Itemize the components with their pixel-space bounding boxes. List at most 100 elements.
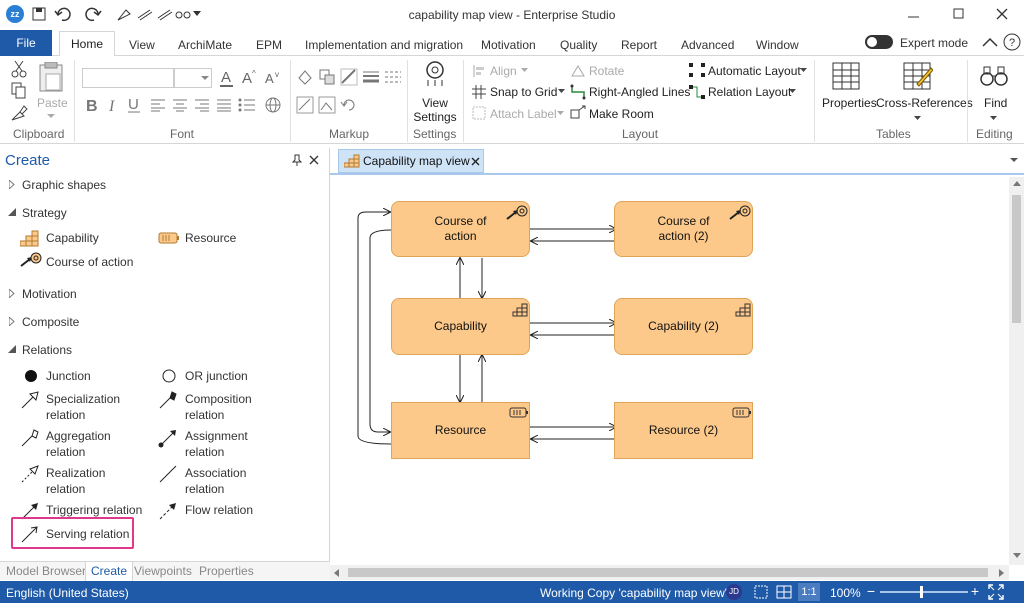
maximize-icon[interactable] [953,8,965,20]
close-window-icon[interactable] [996,8,1008,20]
copy-icon[interactable] [10,82,28,100]
snap-to-grid-button[interactable]: Snap to Grid [490,85,558,99]
scroll-left-icon[interactable] [334,569,339,577]
align-icon[interactable] [472,64,486,78]
tab-create[interactable]: Create [85,562,134,581]
properties-table-icon[interactable] [832,62,860,90]
picture-icon[interactable] [318,96,336,114]
tab-properties[interactable]: Properties [199,564,254,578]
tab-report[interactable]: Report [621,38,658,52]
bold-icon[interactable]: B [84,96,100,114]
grow-font-icon[interactable]: A^ [240,68,260,88]
globe-icon[interactable] [264,96,282,114]
make-room-icon[interactable] [570,105,586,121]
expand-triangle-icon[interactable] [9,180,15,189]
flow-res1-to-coa1-outer[interactable] [357,212,392,445]
actual-size-button[interactable]: 1:1 [798,583,820,601]
underline-icon[interactable]: U [126,96,142,114]
binoculars-icon[interactable] [980,64,1008,88]
close-panel-icon[interactable] [309,155,319,165]
connector-icon[interactable] [296,96,314,114]
section-relations[interactable]: Relations [22,343,73,357]
paste-icon[interactable] [38,62,64,92]
tab-list-dropdown-icon[interactable] [1010,158,1018,163]
flow-coa1-to-res1-inner[interactable] [369,229,392,432]
section-graphic-shapes[interactable]: Graphic shapes [22,178,107,192]
user-avatar[interactable]: JD [726,584,742,600]
tab-advanced[interactable]: Advanced [681,38,735,52]
grid-view-icon[interactable] [776,585,792,599]
cut-icon[interactable] [10,60,28,78]
line-weight-icon[interactable] [362,70,380,84]
view-settings-icon[interactable] [422,60,448,88]
align-right-icon[interactable] [194,98,210,112]
tab-epm[interactable]: EPM [256,38,283,52]
tab-window[interactable]: Window [756,38,799,52]
tab-view[interactable]: View [129,38,155,52]
relation-layout-icon[interactable] [688,84,706,100]
chevron-down-icon[interactable] [914,116,921,121]
attach-label-button[interactable]: Attach Label [490,107,557,121]
grid-icon[interactable] [472,85,486,99]
save-icon[interactable] [32,7,46,21]
view-settings-button[interactable]: View Settings [413,96,457,124]
scroll-down-icon[interactable] [1013,553,1021,558]
relation-layout-button[interactable]: Relation Layout [708,85,792,99]
rotate-button[interactable]: Rotate [589,64,625,78]
tab-viewpoints[interactable]: Viewpoints [134,564,192,578]
expand-triangle-icon[interactable] [9,289,15,298]
properties-button[interactable]: Properties [822,96,877,110]
reset-style-icon[interactable] [340,96,358,114]
tab-model-browser[interactable]: Model Browser [6,564,87,578]
tab-archimate[interactable]: ArchiMate [178,38,233,52]
language-status[interactable]: English (United States) [6,586,129,600]
cross-references-button[interactable]: Cross-References [876,96,973,110]
automatic-layout-button[interactable]: Automatic Layout [708,64,801,78]
scroll-up-icon[interactable] [1013,181,1021,186]
bullets-icon[interactable] [238,98,256,112]
find-button[interactable]: Find [984,96,1008,110]
font-size-select[interactable] [174,68,212,88]
zoom-slider[interactable] [880,586,968,598]
automatic-layout-icon[interactable] [688,62,706,78]
chevron-down-icon[interactable] [558,89,565,94]
scroll-right-icon[interactable] [999,569,1004,577]
paste-dropdown-icon[interactable] [47,114,55,119]
help-icon[interactable]: ? [1003,33,1021,51]
qat-dropdown-icon[interactable] [193,11,201,17]
paste-button[interactable]: Paste [37,96,68,110]
format-painter-icon[interactable] [10,104,28,122]
expert-mode-toggle[interactable] [865,35,893,49]
collapse-triangle-icon[interactable] [8,345,16,353]
horizontal-scrollbar[interactable] [330,565,1009,580]
italic-icon[interactable]: I [106,96,120,114]
node-resource-2[interactable]: Resource (2) [614,402,753,459]
tab-implementation[interactable]: Implementation and migration [305,38,464,52]
tab-file[interactable]: File [0,30,52,56]
minimize-icon[interactable] [908,10,920,20]
line-dash-icon[interactable] [384,70,402,84]
undo-icon[interactable] [54,6,76,22]
fullscreen-icon[interactable] [988,584,1004,600]
chevron-down-icon[interactable] [800,68,807,73]
font-color-icon[interactable]: A [218,68,236,88]
chevron-down-icon[interactable] [990,116,997,121]
right-angled-lines-icon[interactable] [570,84,586,100]
zoom-slider-thumb[interactable] [920,586,923,598]
chevron-down-icon[interactable] [789,89,796,94]
expand-triangle-icon[interactable] [9,317,15,326]
chevron-down-icon[interactable] [557,111,564,116]
zoom-in-button[interactable]: + [970,583,980,599]
scroll-thumb[interactable] [348,568,988,577]
scroll-thumb[interactable] [1012,195,1021,323]
fill-color-icon[interactable] [296,68,314,86]
section-strategy[interactable]: Strategy [22,206,67,220]
collapse-triangle-icon[interactable] [8,208,16,216]
node-resource[interactable]: Resource [391,402,530,459]
redo-icon[interactable] [84,6,106,22]
pin-icon[interactable] [292,154,302,166]
shape-style-icon[interactable] [318,68,336,86]
align-button[interactable]: Align [490,64,517,78]
tab-quality[interactable]: Quality [560,38,598,52]
